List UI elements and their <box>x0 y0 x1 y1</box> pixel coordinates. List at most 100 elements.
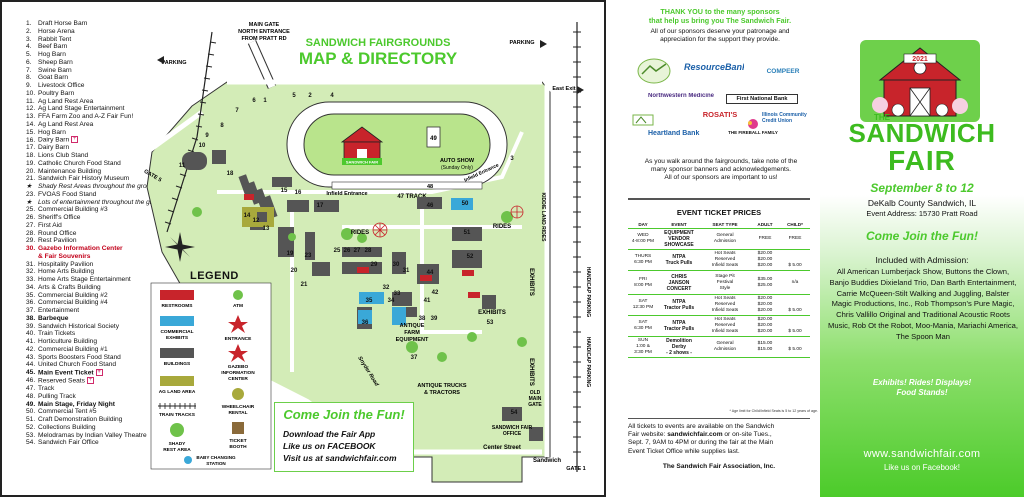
directory-item: 51.Craft Demonstration Building <box>26 416 226 424</box>
directory-item-label: Sandwich Historical Society <box>38 322 119 330</box>
directory-item-label: Maintenance Building <box>38 167 102 175</box>
ticket-cell-line: Hot Seats <box>714 317 736 322</box>
directory-item-label: Melodramas by Indian Valley Theatre <box>38 431 147 439</box>
directory-item-label: Commercial Tent #5 <box>38 408 97 416</box>
sponsor-logo-fireball: THE FIREBALL FAMILY <box>728 130 778 135</box>
directory-item-label: Sports Boosters Food Stand <box>38 353 121 361</box>
ticket-cell-line: 6:30 PM <box>634 326 652 331</box>
directory-item-number: 18. <box>26 152 36 159</box>
map-number-label: 9 <box>205 133 209 139</box>
sponsor-logo-heartland: Heartland Bank <box>648 130 700 137</box>
ticket-cell-line: Tractor Pulls <box>663 326 695 332</box>
directory-item-number: 39. <box>26 322 36 330</box>
ticket-cell-line: SAT <box>638 320 648 325</box>
map-number-label: 23 <box>305 253 312 259</box>
website-line[interactable]: Visit us at sandwichfair.com <box>283 453 397 463</box>
ticket-cell-line: Infield Seats <box>711 263 739 268</box>
ticket-cell-line: $20.00 <box>757 308 773 313</box>
divider-2 <box>628 418 810 419</box>
legend-agland-swatch <box>160 376 194 386</box>
map-number-label: 11 <box>179 163 186 169</box>
ag-land-area <box>242 207 274 227</box>
map-number-label: 16 <box>295 190 302 196</box>
ticket-cell-line: Tractor Pulls <box>663 305 695 311</box>
directory-item-number: 44. <box>26 361 36 369</box>
directory-item: 37.Entertainment <box>26 307 226 315</box>
thanks-line-2: that help us bring you The Sandwich Fair… <box>648 15 792 25</box>
directory-item-number: ★ <box>26 183 32 190</box>
map-number-label: 15 <box>281 188 288 194</box>
directory-item: 36.Commercial Building #4 <box>26 299 226 307</box>
map-number-label: 53 <box>487 320 494 326</box>
legend-restrooms-label: RESTROOMS <box>162 303 194 309</box>
ticket-cell-line: Infield Seats <box>711 329 739 334</box>
ticket-cell-line: $20.00 <box>757 263 773 268</box>
old-main-gate-1: OLD <box>530 390 541 396</box>
tickets-availability-text: All tickets to events are available on t… <box>628 423 810 456</box>
directory-item-number: 48. <box>26 392 36 400</box>
map-number-label: 52 <box>467 254 474 260</box>
map-number-label: 33 <box>394 291 401 297</box>
legend-agland-label: AG LAND AREA <box>159 389 196 395</box>
ticket-cell-line: $ 5.00 <box>788 347 802 352</box>
directory-item: 53.Melodramas by Indian Valley Theatre <box>26 432 226 440</box>
exhibits-line-2: Food Stands! <box>896 388 948 397</box>
sponsor-logo-generic <box>632 114 654 126</box>
ticket-cell-line: $ 5.00 <box>788 263 802 268</box>
directory-item-label: Lions Club Stand <box>38 152 89 159</box>
handicap-parking-2: HANDICAP PARKING <box>585 337 591 387</box>
directory-item: 54.Sandwich Fair Office <box>26 439 226 447</box>
fair-facebook[interactable]: Like us on Facebook! <box>883 463 961 472</box>
fair-website-link[interactable]: sandwichfair.com <box>667 431 723 439</box>
main-gate-label-1: MAIN GATE <box>249 22 280 28</box>
legend-gazebo-1: GAZEBO <box>228 364 249 370</box>
sponsor-logo-resourcebank: ResourceBank <box>684 62 744 72</box>
map-number-label: 25 <box>334 248 341 254</box>
ticket-age-note: * Age limit for Child/Infield Seats is 5… <box>729 409 819 413</box>
info-2a: Fair website: <box>628 431 668 439</box>
directory-item: 35.Commercial Building #2 <box>26 292 226 300</box>
directory-item-number: 41. <box>26 338 36 345</box>
directory-item-label: Hog Barn <box>38 128 66 136</box>
directory-item: 31.Hospitality Pavilion <box>26 261 226 269</box>
sponsor-panel: THANK YOU to the many sponsors that help… <box>618 0 818 497</box>
map-number-label: 35 <box>366 298 373 304</box>
directory-item-label: Sheriff's Office <box>38 214 81 221</box>
fair-website[interactable]: www.sandwichfair.com <box>863 448 981 460</box>
directory-item: 46.Reserved Seats+ <box>26 377 226 385</box>
ticket-cell-line: NTPA <box>672 254 686 260</box>
legend-buildings-label: BUILDINGS <box>164 361 191 367</box>
map-number-label: 51 <box>464 230 471 236</box>
directory-item-number: 23. <box>26 190 36 198</box>
ticket-cell-line: $20.00 <box>757 329 773 334</box>
trees <box>192 207 527 362</box>
directory-item: 20.Maintenance Building <box>26 168 226 176</box>
ticket-cell-line: $15.00 <box>757 347 773 352</box>
directory-item: ★Lots of entertainment throughout the gr… <box>26 199 226 207</box>
directory-item-label: Entertainment <box>38 307 80 314</box>
exhibits-line-1: Exhibits! Rides! Displays! <box>872 378 972 387</box>
east-exit-arrow <box>577 86 584 94</box>
legend-restroom-swatch <box>160 290 194 300</box>
antique-farm-label-3: EQUIPMENT <box>396 337 429 343</box>
directory-item: ★Shady Rest Areas throughout the grounds <box>26 183 226 191</box>
fairgrounds-map: SANDWICH FAIRGROUNDS MAP & DIRECTORY MAI… <box>143 22 591 483</box>
directory-item-number: 37. <box>26 307 36 314</box>
directory-item: 43.Sports Boosters Food Stand <box>26 354 226 362</box>
handicap-parking-1: HANDICAP PARKING <box>585 267 591 317</box>
exhibits-tagline: Exhibits! Rides! Displays! Food Stands! <box>820 378 1024 398</box>
directory-item-number: 45. <box>26 369 36 377</box>
directory-item-number: 32. <box>26 268 36 276</box>
ticket-cell-adult: $20.00$20.00$20.00 <box>750 249 780 271</box>
map-number-label: 12 <box>253 218 260 224</box>
ticket-cell-adult: FREE <box>750 228 780 250</box>
directory-item: 8.Goat Barn <box>26 74 226 82</box>
ticket-cell-child: $ 5.00 <box>780 315 810 337</box>
fair-info-panel: 2021 THE SANDWICH FAIR September 8 to 12… <box>820 0 1024 497</box>
sponsor-sub: All of our sponsors deserve your patrona… <box>624 28 816 44</box>
